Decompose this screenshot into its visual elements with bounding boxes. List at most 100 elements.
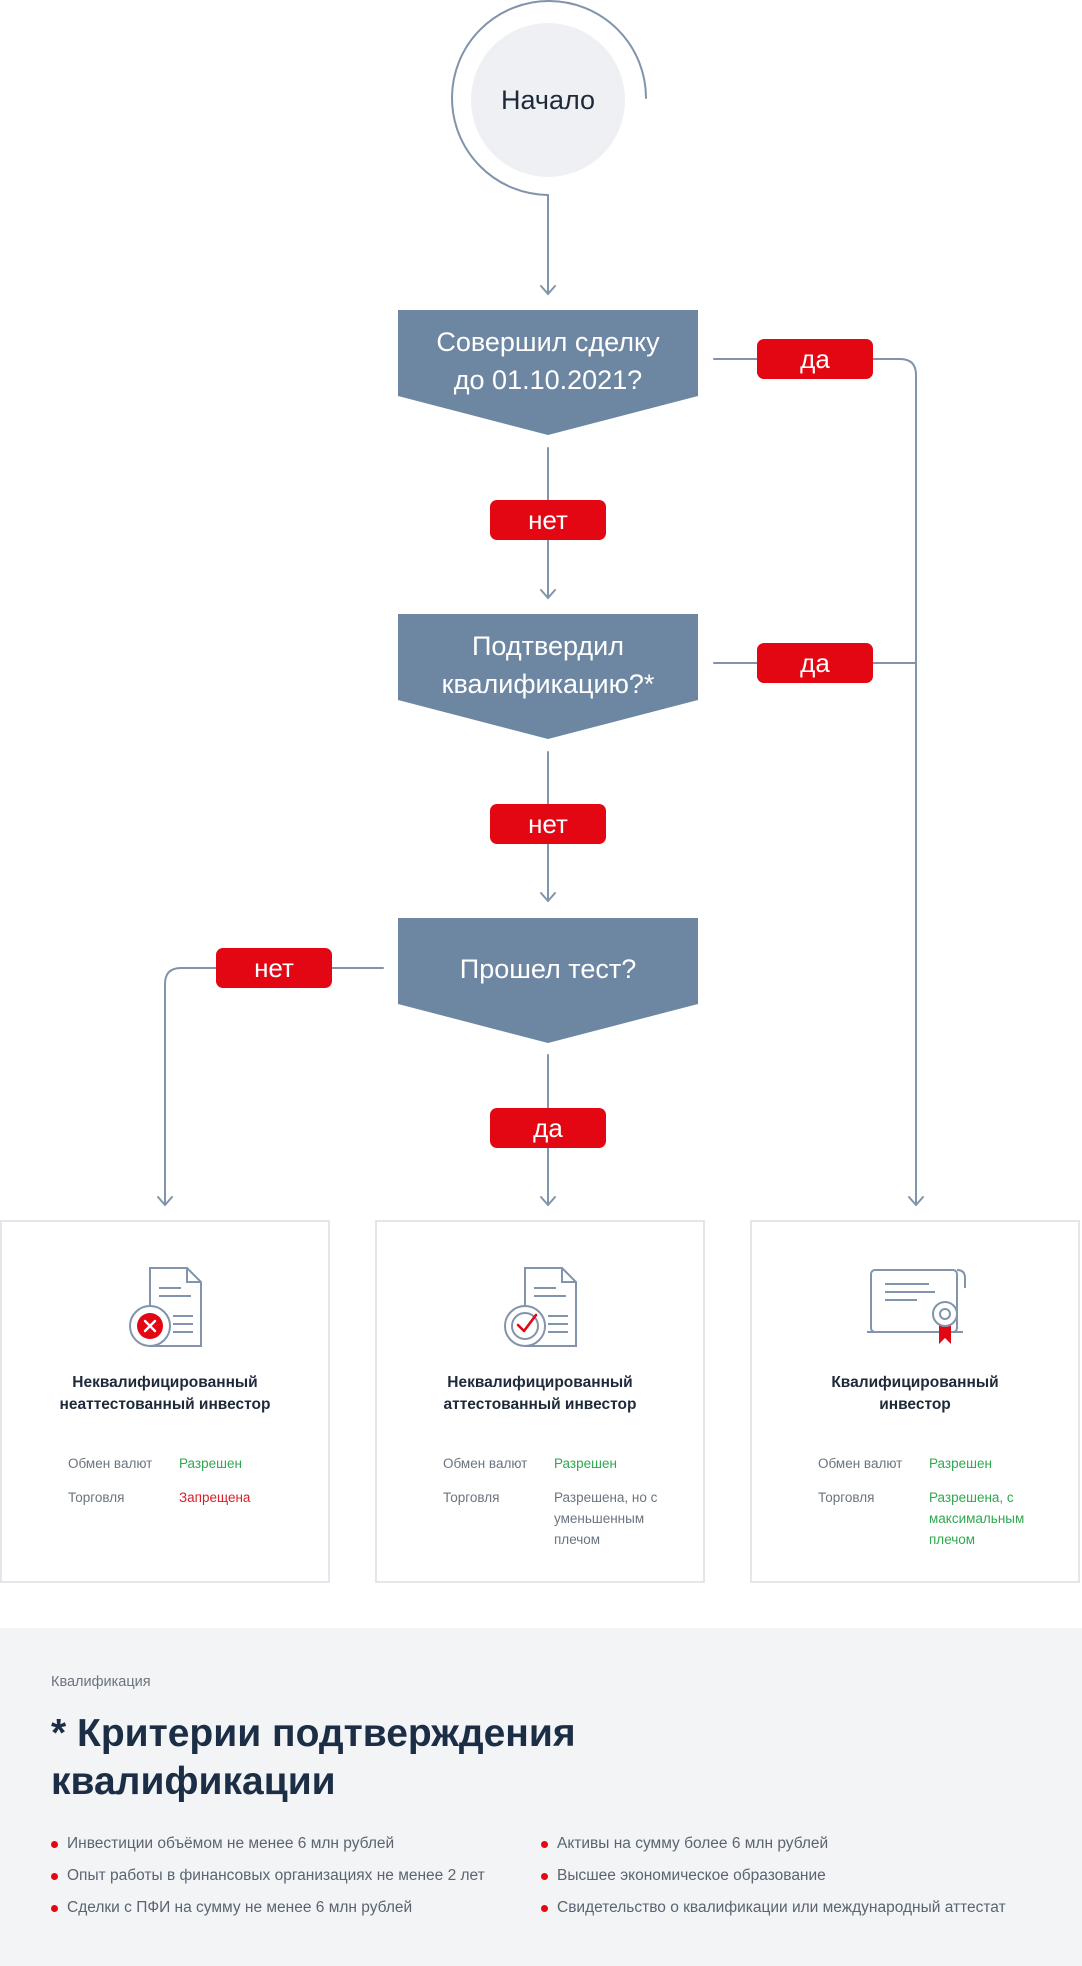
bullet-icon xyxy=(51,1873,58,1880)
row-value: Разрешен xyxy=(929,1456,992,1471)
section-heading: * Критерии подтверждения квалификации xyxy=(51,1710,751,1806)
card-title-line2: инвестор xyxy=(879,1396,951,1413)
badge-yes-d3-bg xyxy=(490,1108,606,1148)
row-value: Запрещена xyxy=(179,1490,251,1505)
card-title-line2: неаттестованный инвестор xyxy=(59,1396,271,1413)
row-key: Обмен валют xyxy=(443,1456,528,1471)
row-key: Обмен валют xyxy=(68,1456,153,1471)
bullet-icon xyxy=(51,1841,58,1848)
document-approved-icon xyxy=(377,1258,703,1358)
result-card-qualified: Квалифицированный инвестор Обмен валют Р… xyxy=(750,1220,1080,1583)
result-card-unqualified-attested: Неквалифицированный аттестованный инвест… xyxy=(375,1220,705,1583)
row-value: Разрешен xyxy=(179,1456,242,1471)
arrowhead-d3 xyxy=(540,892,556,903)
badge-yes-d1: да xyxy=(757,339,873,379)
badge-yes-d1-bg xyxy=(757,339,873,379)
badge-no-d1-label: нет xyxy=(528,505,568,535)
arrowhead-card3 xyxy=(908,1196,924,1207)
row-value-line3: плечом xyxy=(929,1532,976,1547)
decision-1-line2: до 01.10.2021? xyxy=(454,365,642,395)
badge-no-d2: нет xyxy=(490,804,606,844)
list-item-text: Свидетельство о квалификации или междуна… xyxy=(557,1899,1006,1916)
bullet-icon xyxy=(541,1905,548,1912)
connector-d3-no xyxy=(164,967,384,1205)
card-title-line2: аттестованный инвестор xyxy=(443,1396,637,1413)
badge-no-d3-label: нет xyxy=(254,953,294,983)
card-row-trading: Торговля Разрешена, но с уменьшенным пле… xyxy=(443,1487,689,1550)
row-value: Разрешен xyxy=(554,1456,617,1471)
card-title-line1: Неквалифицированный xyxy=(447,1374,633,1391)
start-arc xyxy=(451,0,647,196)
decision-2-line1: Подтвердил xyxy=(472,631,624,661)
bullet-icon xyxy=(541,1841,548,1848)
decision-2-shape xyxy=(398,614,698,739)
card-row-currency: Обмен валют Разрешен xyxy=(818,1453,1064,1474)
result-card-unqualified-unattested: Неквалифицированный неаттестованный инве… xyxy=(0,1220,330,1583)
decision-3-shape xyxy=(398,918,698,1043)
decision-2: Подтвердил квалификацию?* xyxy=(398,614,698,739)
card-row-trading: Торговля Разрешена, с максимальным плечо… xyxy=(818,1487,1064,1550)
row-value-line2: уменьшенным xyxy=(554,1511,645,1526)
criteria-list-left: Инвестиции объёмом не менее 6 млн рублей… xyxy=(51,1828,485,1924)
card-title-line1: Квалифицированный xyxy=(831,1374,999,1391)
decision-1: Совершил сделку до 01.10.2021? xyxy=(398,310,698,435)
list-item-text: Активы на сумму более 6 млн рублей xyxy=(557,1835,829,1852)
criteria-list-right: Активы на сумму более 6 млн рублей Высше… xyxy=(541,1828,1006,1924)
card-title-line1: Неквалифицированный xyxy=(72,1374,258,1391)
badge-no-d3-bg xyxy=(216,948,332,988)
list-item: Активы на сумму более 6 млн рублей xyxy=(541,1828,1006,1860)
list-item: Высшее экономическое образование xyxy=(541,1860,1006,1892)
card-title: Неквалифицированный аттестованный инвест… xyxy=(391,1372,689,1416)
list-item: Сделки с ПФИ на сумму не менее 6 млн руб… xyxy=(51,1892,485,1924)
row-value-line2: максимальным xyxy=(929,1511,1025,1526)
start-label: Начало xyxy=(501,85,595,115)
badge-no-d2-bg xyxy=(490,804,606,844)
card-row-currency: Обмен валют Разрешен xyxy=(443,1453,689,1474)
badge-yes-d3: да xyxy=(490,1108,606,1148)
badge-no-d2-label: нет xyxy=(528,809,568,839)
arrowhead-card1 xyxy=(157,1196,173,1207)
decision-3-line1: Прошел тест? xyxy=(460,954,636,984)
badge-yes-d2-bg xyxy=(757,643,873,683)
badge-yes-d3-label: да xyxy=(533,1113,563,1143)
card-row-currency: Обмен валют Разрешен xyxy=(68,1453,314,1474)
certificate-icon xyxy=(752,1258,1078,1358)
qualification-flowchart: Начало Совершил сделку до 01.10.2021? По… xyxy=(157,0,924,1207)
badge-no-d1-bg xyxy=(490,500,606,540)
list-item: Опыт работы в финансовых организациях не… xyxy=(51,1860,485,1892)
row-key: Торговля xyxy=(818,1490,875,1505)
decision-2-line2: квалификацию?* xyxy=(442,669,655,699)
decision-1-line1: Совершил сделку xyxy=(436,327,660,357)
badge-yes-d2-label: да xyxy=(800,648,830,678)
list-item-text: Высшее экономическое образование xyxy=(557,1867,826,1884)
list-item-text: Инвестиции объёмом не менее 6 млн рублей xyxy=(67,1835,395,1852)
section-heading-line1: * Критерии подтверждения xyxy=(51,1712,576,1755)
row-value: Разрешена, но с уменьшенным плечом xyxy=(554,1487,689,1550)
bullet-icon xyxy=(541,1873,548,1880)
badge-no-d3: нет xyxy=(216,948,332,988)
list-item-text: Сделки с ПФИ на сумму не менее 6 млн руб… xyxy=(67,1899,413,1916)
arrowhead-d2 xyxy=(540,589,556,600)
card-title: Квалифицированный инвестор xyxy=(766,1372,1064,1416)
row-key: Торговля xyxy=(443,1490,500,1505)
connector-d1-yes xyxy=(713,358,917,1205)
badge-no-d1: нет xyxy=(490,500,606,540)
arrowhead-card2 xyxy=(540,1196,556,1207)
row-value-line3: плечом xyxy=(554,1532,601,1547)
list-item: Инвестиции объёмом не менее 6 млн рублей xyxy=(51,1828,485,1860)
arrowhead-d1 xyxy=(540,285,556,296)
badge-yes-d2: да xyxy=(757,643,873,683)
document-rejected-icon xyxy=(2,1258,328,1358)
card-title: Неквалифицированный неаттестованный инве… xyxy=(16,1372,314,1416)
row-key: Обмен валют xyxy=(818,1456,903,1471)
start-circle xyxy=(471,23,625,177)
card-row-trading: Торговля Запрещена xyxy=(68,1487,314,1508)
section-heading-line2: квалификации xyxy=(51,1760,336,1803)
list-item: Свидетельство о квалификации или междуна… xyxy=(541,1892,1006,1924)
row-value-line1: Разрешена, но с xyxy=(554,1490,658,1505)
qualification-criteria-section: Квалификация * Критерии подтверждения кв… xyxy=(0,1628,1082,1966)
row-value: Разрешена, с максимальным плечом xyxy=(929,1487,1064,1550)
start-node: Начало xyxy=(471,23,625,177)
bullet-icon xyxy=(51,1905,58,1912)
list-item-text: Опыт работы в финансовых организациях не… xyxy=(67,1867,485,1884)
